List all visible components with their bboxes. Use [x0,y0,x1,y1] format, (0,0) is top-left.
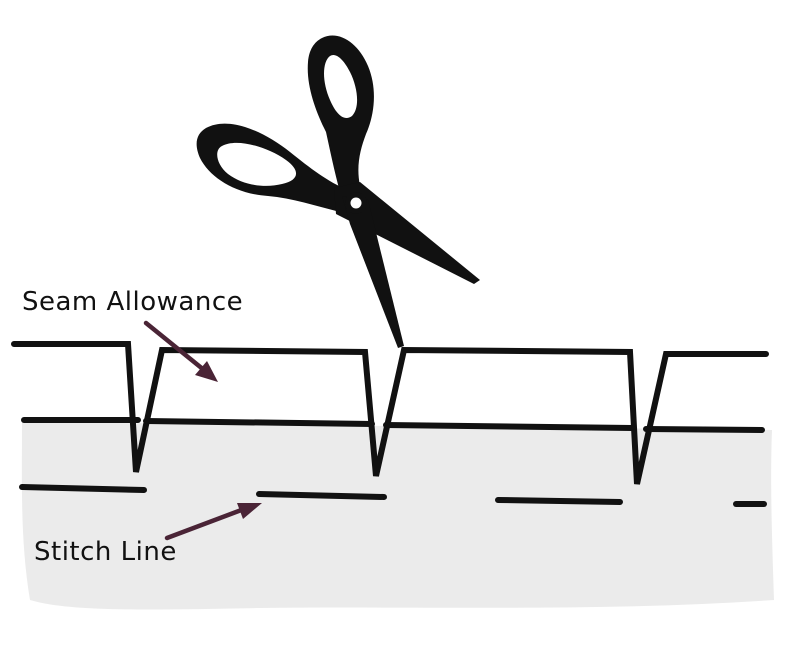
seam-line [21,417,765,433]
stitch-dash [19,484,147,493]
scissors-icon [196,35,480,348]
stitch-dash [495,497,623,505]
fabric-area [21,422,775,610]
seam-allowance-label: Seam Allowance [22,287,243,317]
stitch-dash [256,491,387,500]
fabric-edge-line [11,341,769,485]
stitch-line [19,484,767,507]
seam-allowance-arrow [143,320,218,382]
stitch-line-arrow [164,503,262,541]
stitch-line-label: Stitch Line [34,537,177,567]
